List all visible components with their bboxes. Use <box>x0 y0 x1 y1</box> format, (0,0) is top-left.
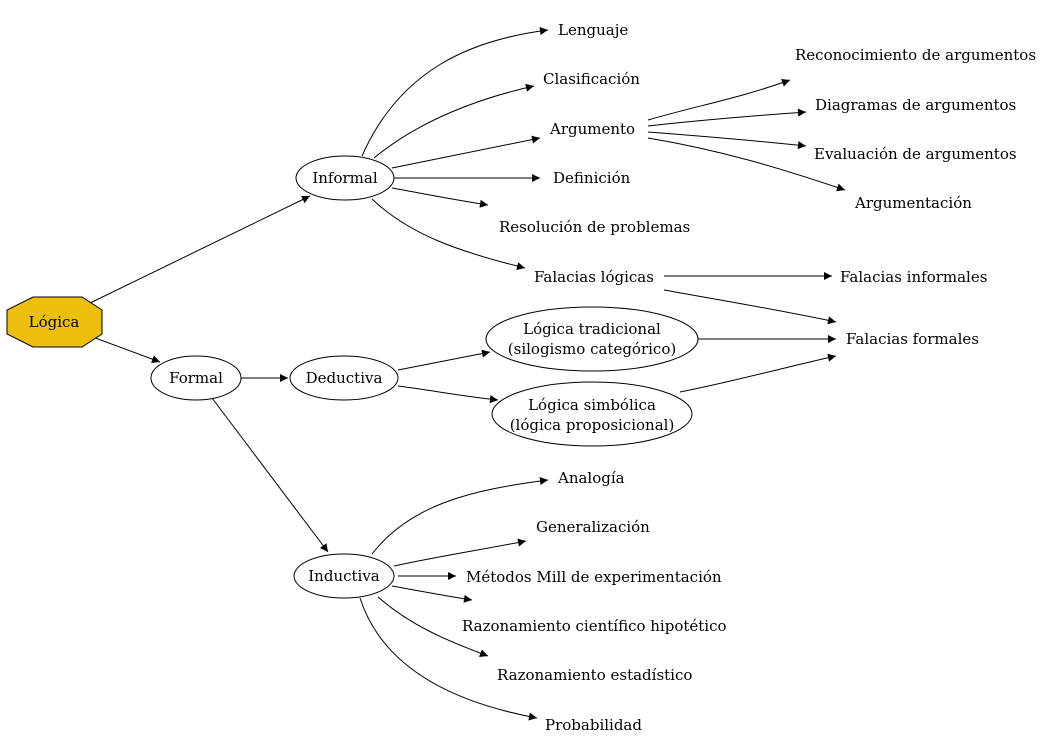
node-inductiva-shape <box>293 553 395 599</box>
node-diagramas[interactable]: Diagramas de argumentos <box>815 96 1016 114</box>
node-informal-shape <box>295 155 395 201</box>
node-probabilidad[interactable]: Probabilidad <box>545 716 642 734</box>
edge-inductiva-analogia <box>371 477 549 555</box>
node-formal[interactable]: Formal <box>150 355 242 401</box>
edges <box>85 27 846 721</box>
node-logica-simbolica[interactable]: Lógica simbólica (lógica proposicional) <box>491 381 693 447</box>
node-logica-tradicional-label-line2: (silogismo categórico) <box>508 340 676 358</box>
edge-simbolica-formales <box>679 353 837 393</box>
node-falacias-informales[interactable]: Falacias informales <box>840 268 987 286</box>
edge-logica-formal <box>89 335 161 363</box>
node-reconocimiento[interactable]: Reconocimiento de argumentos <box>795 46 1036 64</box>
node-inductiva-label: Inductiva <box>308 567 380 585</box>
node-razonamiento-estadistico[interactable]: Razonamiento estadístico <box>497 666 692 684</box>
node-argumentacion[interactable]: Argumentación <box>854 194 972 212</box>
node-logica-tradicional[interactable]: Lógica tradicional (silogismo categórico… <box>485 306 699 372</box>
edge-informal-argumento <box>391 135 541 169</box>
node-falacias-formales[interactable]: Falacias formales <box>846 330 979 348</box>
node-metodos-mill[interactable]: Métodos Mill de experimentación <box>466 568 722 586</box>
edge-falacias-logicas-formales <box>663 289 837 325</box>
node-logica-tradicional-shape <box>485 306 699 372</box>
node-logica-simbolica-label-line2: (lógica proposicional) <box>510 416 675 434</box>
node-analogia[interactable]: Analogía <box>557 469 625 487</box>
edge-inductiva-estadistico <box>377 596 489 657</box>
nodes: Lógica Informal Formal Deductiva Inducti… <box>6 21 1036 734</box>
edge-argumento-argumentacion <box>647 137 846 192</box>
edge-inductiva-cientifico <box>391 585 473 603</box>
node-logica-simbolica-label-line1: Lógica simbólica <box>528 396 656 414</box>
node-razonamiento-cientifico[interactable]: Razonamiento científico hipotético <box>462 617 727 635</box>
node-logica[interactable]: Lógica <box>6 296 103 348</box>
node-logica-tradicional-label-line1: Lógica tradicional <box>523 320 661 338</box>
node-evaluacion[interactable]: Evaluación de argumentos <box>814 145 1017 163</box>
edge-informal-resolucion <box>391 187 489 208</box>
node-inductiva[interactable]: Inductiva <box>293 553 395 599</box>
node-definicion[interactable]: Definición <box>553 169 631 187</box>
node-deductiva[interactable]: Deductiva <box>289 355 399 401</box>
node-logica-label: Lógica <box>29 313 80 331</box>
edge-logica-informal <box>85 195 311 306</box>
edge-inductiva-probabilidad <box>359 597 538 721</box>
edge-deductiva-tradicional <box>397 349 491 371</box>
edge-informal-falacias-logicas <box>371 198 526 270</box>
node-falacias-logicas[interactable]: Falacias lógicas <box>534 268 654 286</box>
node-logica-shape <box>6 296 103 348</box>
node-argumento[interactable]: Argumento <box>549 120 635 138</box>
edge-deductiva-simbolica <box>397 385 499 404</box>
node-informal-label: Informal <box>312 169 378 187</box>
node-clasificacion[interactable]: Clasificación <box>543 70 640 88</box>
edge-informal-clasificacion <box>373 83 535 159</box>
edge-argumento-evaluacion <box>647 131 807 150</box>
node-formal-label: Formal <box>169 369 223 387</box>
node-formal-shape <box>150 355 242 401</box>
edge-argumento-reconocimiento <box>647 78 791 121</box>
node-deductiva-label: Deductiva <box>306 369 383 387</box>
edge-inductiva-generalizacion <box>393 538 527 567</box>
edge-argumento-diagramas <box>647 108 807 127</box>
edge-formal-inductiva <box>211 397 329 553</box>
node-generalizacion[interactable]: Generalización <box>536 518 650 536</box>
node-informal[interactable]: Informal <box>295 155 395 201</box>
node-deductiva-shape <box>289 355 399 401</box>
node-logica-simbolica-shape <box>491 381 693 447</box>
node-lenguaje[interactable]: Lenguaje <box>558 21 628 39</box>
node-resolucion[interactable]: Resolución de problemas <box>499 218 690 236</box>
edge-informal-lenguaje <box>361 27 549 157</box>
